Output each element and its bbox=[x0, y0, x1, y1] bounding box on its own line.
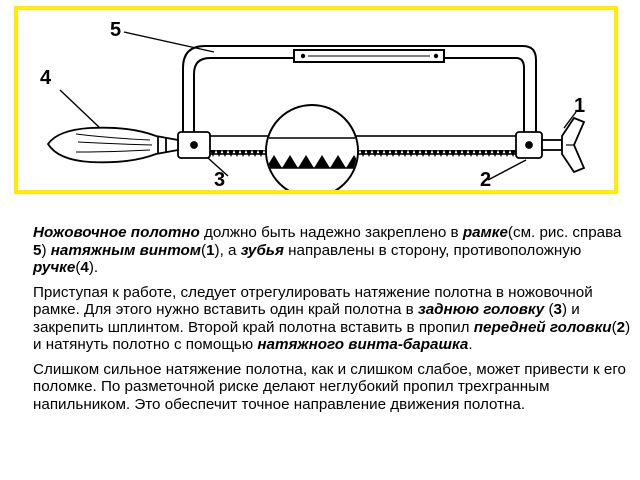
text-run: ) bbox=[41, 241, 51, 259]
hacksaw-illustration bbox=[46, 31, 586, 190]
ref-number: 4 bbox=[80, 259, 89, 276]
term-rear-head: заднюю головку bbox=[417, 301, 545, 318]
term-frame: рамке bbox=[462, 224, 508, 241]
saw-frame-bow bbox=[182, 45, 537, 138]
body-text: Ножовочное полотно должно быть надежно з… bbox=[33, 224, 633, 420]
ref-number: 1 bbox=[206, 241, 215, 259]
teeth-magnifier bbox=[265, 104, 359, 190]
text-run: ) и закрепить шплинтом. Второй край поло… bbox=[33, 301, 580, 336]
term-wing-nut: натяжного винта-барашка bbox=[257, 336, 469, 353]
text-run: ), а bbox=[214, 241, 241, 259]
ref-number: 5 bbox=[33, 241, 42, 259]
saw-handle bbox=[46, 126, 179, 164]
term-handle: ручке bbox=[33, 259, 76, 276]
text-run: ( bbox=[611, 318, 617, 336]
text-run: Приступая к работе, следует отрегулирова… bbox=[33, 283, 593, 319]
paragraph-3: Слишком сильное натяжение полотна, как и… bbox=[33, 361, 633, 414]
text-run: ( bbox=[544, 301, 554, 318]
callout-4: 4 bbox=[40, 67, 52, 89]
paragraph-2: Приступая к работе, следует отрегулирова… bbox=[33, 284, 633, 354]
text-run: . bbox=[468, 336, 473, 353]
text-run: ( bbox=[201, 241, 207, 259]
text-run: ). bbox=[88, 259, 99, 276]
ref-number: 2 bbox=[616, 318, 626, 336]
saw-blade bbox=[207, 135, 519, 157]
term-teeth: зубья bbox=[240, 241, 284, 259]
text-run: ( bbox=[75, 259, 81, 276]
paragraph-1: Ножовочное полотно должно быть надежно з… bbox=[33, 224, 633, 277]
term-front-head: передней головки bbox=[473, 318, 612, 336]
text-run: ) и натянуть полотно с помощью bbox=[33, 318, 631, 354]
text-run: должно быть надежно закреплено в bbox=[199, 224, 463, 241]
term-blade: Ножовочное полотно bbox=[33, 224, 200, 241]
callout-5: 5 bbox=[110, 19, 122, 41]
text-run: направлены в сторону, противоположную bbox=[283, 241, 582, 259]
callout-3: 3 bbox=[214, 169, 226, 191]
rear-head bbox=[177, 131, 211, 159]
text-run: Слишком сильное натяжение полотна, как и… bbox=[33, 360, 626, 413]
callout-leaders bbox=[59, 31, 577, 181]
wing-nut bbox=[561, 116, 586, 174]
hacksaw-figure-frame: 5 4 1 3 2 bbox=[14, 6, 618, 194]
text-run: (см. рис. справа bbox=[507, 224, 622, 241]
front-head bbox=[515, 131, 563, 159]
callout-1: 1 bbox=[574, 95, 586, 117]
callout-2: 2 bbox=[480, 169, 492, 191]
term-tension-screw: натяжным винтом bbox=[50, 241, 202, 259]
ref-number: 3 bbox=[553, 301, 562, 318]
